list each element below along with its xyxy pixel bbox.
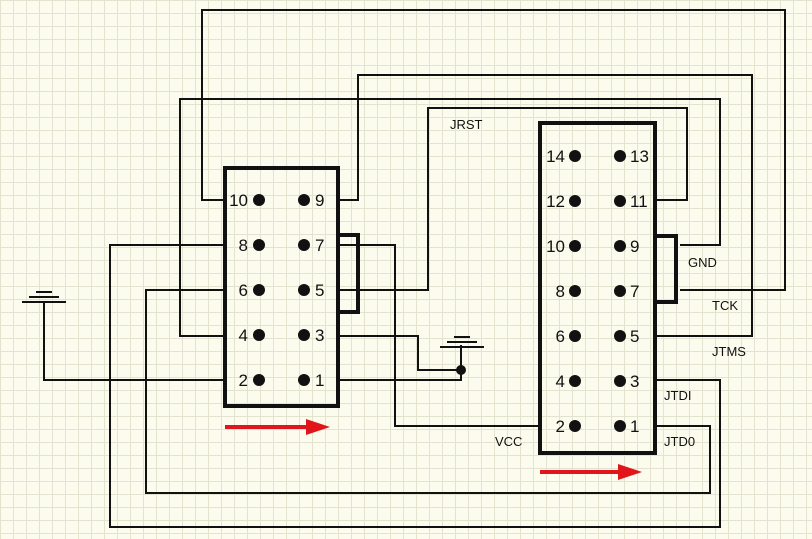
net-label-vcc: VCC: [495, 434, 522, 449]
connector-left-pin-4-label: 4: [239, 326, 248, 345]
connector-right-pin-12-label: 12: [546, 192, 565, 211]
connector-left-pin-8-label: 8: [239, 236, 248, 255]
connector-left-pin-7-dot: [298, 239, 310, 251]
connector-left-pin-1-label: 1: [315, 371, 324, 390]
connector-right-pin-1-label: 1: [630, 417, 639, 436]
bracket-right: [655, 234, 678, 304]
wire-jtdi: [145, 289, 711, 494]
net-label-jtdo: JTD0: [664, 434, 695, 449]
connector-right-pin-7-label: 7: [630, 282, 639, 301]
wire-pin3-gnd: [338, 335, 461, 371]
connector-right-pin-14-dot: [569, 150, 581, 162]
wire-jrst: [338, 107, 688, 291]
ground-symbol-left: [22, 291, 66, 303]
wire-pin2-gnd: [43, 302, 225, 381]
connector-right-pin-8-dot: [569, 285, 581, 297]
connector-right-pin-3-label: 3: [630, 372, 639, 391]
connector-left-pin-6-dot: [253, 284, 265, 296]
net-label-gnd: GND: [688, 255, 717, 270]
connector-right-pin-7-dot: [614, 285, 626, 297]
connector-right-pin-11-label: 11: [630, 192, 648, 211]
arrow-right: [540, 464, 642, 480]
connector-left-pin-3-dot: [298, 329, 310, 341]
connector-left-pins: 10 9 8 7 6 5 4 3 2 1: [229, 191, 324, 390]
ground-symbol-right: [440, 336, 484, 348]
wire-tck: [201, 9, 786, 291]
net-label-jtms: JTMS: [712, 344, 746, 359]
connector-right-pin-13-dot: [614, 150, 626, 162]
arrow-left: [225, 419, 330, 435]
connector-right-pin-6-label: 6: [556, 327, 565, 346]
connector-left-pin-2-label: 2: [239, 371, 248, 390]
connector-left-pin-2-dot: [253, 374, 265, 386]
connector-left-body: [223, 166, 340, 408]
connector-left-pin-7-label: 7: [315, 236, 324, 255]
connector-right-pin-5-label: 5: [630, 327, 639, 346]
connector-right-pin-8-label: 8: [556, 282, 565, 301]
connector-left-pin-9-label: 9: [315, 191, 324, 210]
connector-right-pin-4-dot: [569, 375, 581, 387]
connector-right-pin-11-dot: [614, 195, 626, 207]
connector-left-pin-4-dot: [253, 329, 265, 341]
connector-left-pin-10-dot: [253, 194, 265, 206]
connector-right-pin-1-dot: [614, 420, 626, 432]
connector-left-pin-6-label: 6: [239, 281, 248, 300]
connector-left-pin-3-label: 3: [315, 326, 324, 345]
connector-right-pin-2-label: 2: [556, 417, 565, 436]
connector-right-pin-13-label: 13: [630, 147, 649, 166]
junction-dot: [456, 365, 466, 375]
connector-right-pin-10-dot: [569, 240, 581, 252]
net-label-jrst: JRST: [450, 117, 483, 132]
net-labels: JRST GND TCK JTMS JTDI JTD0 VCC: [450, 117, 746, 449]
bracket-left: [338, 233, 360, 314]
connector-right-pin-2-dot: [569, 420, 581, 432]
connector-right-pin-9-label: 9: [630, 237, 639, 256]
connector-right-pin-12-dot: [569, 195, 581, 207]
connector-left-pin-5-dot: [298, 284, 310, 296]
connector-right-pins: 14 13 12 11 10 9 8 7 6 5 4 3 2 1: [546, 147, 649, 436]
wires: [43, 9, 786, 528]
wire-jtms: [338, 74, 753, 337]
connector-left-pin-5-label: 5: [315, 281, 324, 300]
connector-right-pin-5-dot: [614, 330, 626, 342]
net-label-tck: TCK: [712, 298, 738, 313]
connector-left-pin-8-dot: [253, 239, 265, 251]
net-label-jtdi: JTDI: [664, 388, 691, 403]
connector-right-body: [538, 121, 657, 455]
wire-gnd: [179, 98, 721, 337]
connector-right-pin-14-label: 14: [546, 147, 565, 166]
wire-pin1-gnd: [338, 345, 462, 381]
connector-right-pin-10-label: 10: [546, 237, 565, 256]
connector-left-pin-9-dot: [298, 194, 310, 206]
connector-right-pin-6-dot: [569, 330, 581, 342]
connector-right-pin-3-dot: [614, 375, 626, 387]
connector-left-pin-10-label: 10: [229, 191, 248, 210]
connector-right-pin-9-dot: [614, 240, 626, 252]
connector-left-pin-1-dot: [298, 374, 310, 386]
connector-right-pin-4-label: 4: [556, 372, 565, 391]
wire-jtdo: [109, 244, 721, 528]
